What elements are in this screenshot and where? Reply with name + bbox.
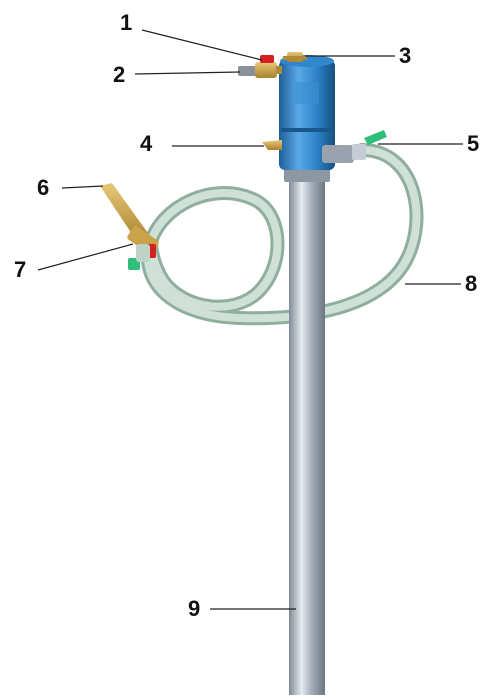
- callout-2: 2: [113, 64, 125, 86]
- callout-1: 1: [120, 12, 132, 34]
- leader-line-2: [135, 72, 240, 74]
- leader-line-1: [142, 30, 262, 60]
- hose: [148, 150, 416, 318]
- callout-9: 9: [188, 598, 200, 620]
- bracket: [262, 140, 282, 150]
- leader-line-6: [62, 186, 103, 188]
- callout-3: 3: [399, 45, 411, 67]
- air-inlet-valve: [238, 55, 282, 78]
- callout-4: 4: [140, 133, 152, 155]
- leader-line-7: [38, 244, 133, 270]
- callout-7: 7: [14, 259, 26, 281]
- callout-5: 5: [467, 133, 479, 155]
- callout-8: 8: [465, 273, 477, 295]
- callout-6: 6: [37, 177, 49, 199]
- suction-tube: [284, 168, 330, 695]
